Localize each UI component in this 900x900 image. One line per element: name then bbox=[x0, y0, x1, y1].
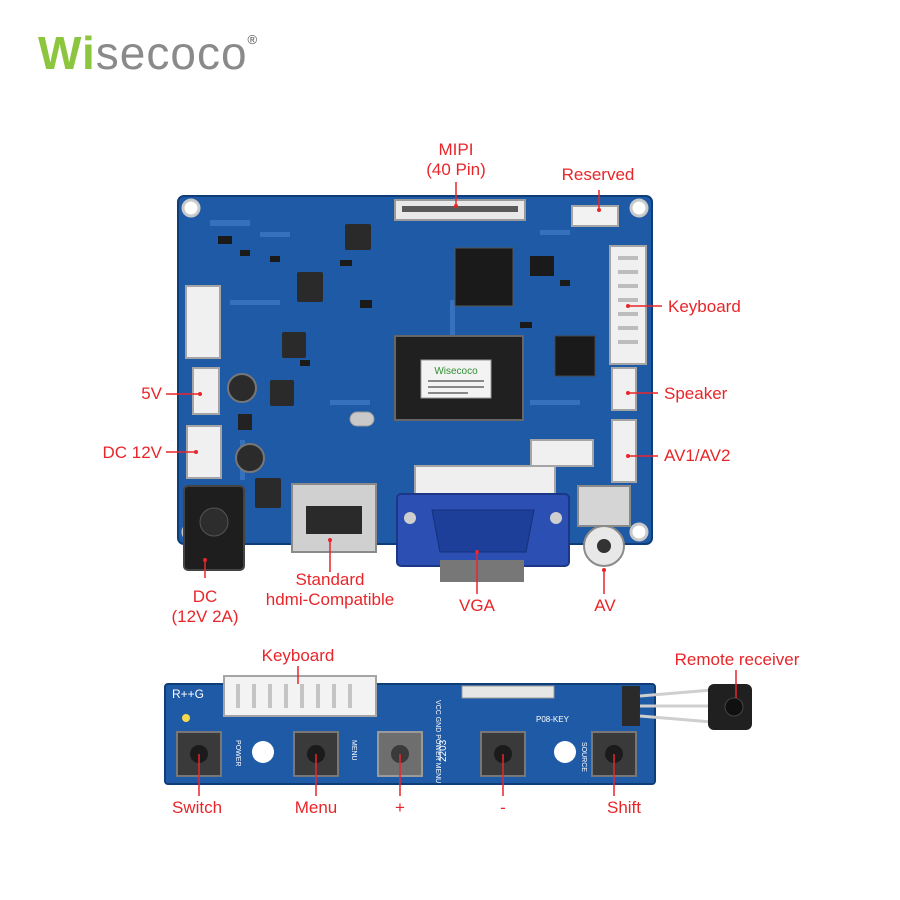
label-plus: + bbox=[395, 798, 405, 817]
key-board: R++G P08-KEY POWER MENU VCC GND POWER ME… bbox=[164, 675, 752, 807]
logo-wordmark-prefix: Wi bbox=[38, 27, 96, 79]
key-board-leader-lines bbox=[198, 666, 737, 796]
label-dc-12v: DC 12V bbox=[102, 443, 162, 462]
chip-sticker-label: Wisecoco bbox=[434, 366, 478, 377]
label-minus: - bbox=[500, 798, 506, 817]
label-mipi: MIPI (40 Pin) bbox=[426, 140, 486, 179]
label-dc: DC (12V 2A) bbox=[171, 587, 239, 626]
wisecoco-logo: Wisecoco® bbox=[38, 26, 258, 80]
label-vga: VGA bbox=[459, 596, 495, 615]
registered-mark: ® bbox=[247, 32, 259, 47]
label-keyboard-keys: Keyboard bbox=[261, 646, 335, 665]
label-av1-av2: AV1/AV2 bbox=[664, 446, 731, 465]
label-reserved: Reserved bbox=[561, 165, 635, 184]
label-hdmi: Standard hdmi-Compatible bbox=[265, 570, 395, 609]
label-av: AV bbox=[594, 596, 616, 615]
silkscreen-model: R++G bbox=[172, 687, 204, 701]
label-shift: Shift bbox=[606, 798, 642, 817]
label-speaker: Speaker bbox=[664, 384, 728, 403]
label-keyboard-main: Keyboard bbox=[668, 297, 741, 316]
label-switch: Switch bbox=[171, 798, 223, 817]
main-driver-board: Wisecoco bbox=[177, 195, 653, 582]
label-5v: 5V bbox=[141, 384, 162, 403]
silkscreen-power: POWER bbox=[234, 740, 241, 766]
silkscreen-menu: MENU bbox=[350, 740, 357, 761]
label-remote-receiver: Remote receiver bbox=[674, 650, 800, 669]
silkscreen-p08: P08-KEY bbox=[536, 715, 570, 724]
main-board-leader-lines bbox=[166, 182, 662, 594]
silkscreen-source: SOURCE bbox=[580, 742, 587, 772]
logo-wordmark-rest: secoco bbox=[95, 27, 248, 79]
silkscreen-date: 2203 bbox=[438, 739, 449, 762]
silkscreen-pins: VCC GND POWER MENU +++ --- bbox=[434, 700, 441, 807]
label-menu: Menu bbox=[294, 798, 338, 817]
